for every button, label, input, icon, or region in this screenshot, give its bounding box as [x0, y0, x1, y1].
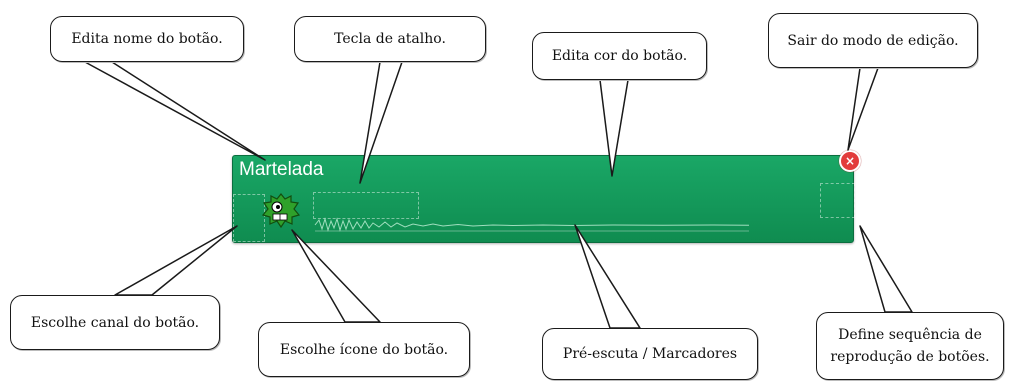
button-name[interactable]: Martelada [239, 159, 324, 180]
callout-icon: Escolhe ícone do botão. [258, 322, 470, 377]
callout-preview: Pré-escuta / Marcadores [542, 328, 758, 380]
pointer-edit-name [84, 61, 266, 161]
callout-edit-color-text: Edita cor do botão. [551, 48, 688, 64]
pointer-icon [291, 229, 381, 323]
callout-edit-name-text: Edita nome do botão. [71, 31, 223, 47]
callout-channel: Escolhe canal do botão. [10, 295, 220, 350]
pointer-sequence [859, 225, 913, 313]
callout-channel-text: Escolhe canal do botão. [30, 314, 200, 331]
pointer-preview [574, 224, 641, 329]
callout-sequence-text-1: Define sequência de [838, 327, 982, 343]
callout-edit-name: Edita nome do botão. [50, 16, 244, 62]
channel-selector[interactable] [233, 194, 265, 242]
callout-sequence: Define sequência de reprodução de botões… [816, 312, 1004, 380]
callout-shortcut-text: Tecla de atalho. [334, 31, 446, 47]
pointer-shortcut [359, 61, 403, 184]
callout-exit-edit: Sair do modo de edição. [768, 13, 978, 68]
callout-preview-text: Pré-escuta / Marcadores [562, 346, 738, 362]
close-icon[interactable]: × [839, 150, 861, 172]
callout-exit-edit-text: Sair do modo de edição. [787, 32, 959, 49]
pointer-edit-color [599, 79, 629, 177]
callout-edit-color: Edita cor do botão. [532, 32, 707, 80]
callout-shortcut: Tecla de atalho. [294, 16, 486, 62]
pointer-channel [114, 225, 238, 296]
preview-waveform[interactable] [313, 214, 753, 236]
shortcut-key-field[interactable] [313, 192, 419, 219]
sequence-selector[interactable] [820, 183, 855, 218]
pointer-exit-edit [847, 67, 879, 151]
callout-icon-text: Escolhe ícone do botão. [279, 341, 449, 358]
callout-sequence-text-2: reprodução de botões. [830, 349, 990, 365]
sound-button[interactable]: Martelada × [232, 150, 861, 243]
green-monster-icon[interactable] [261, 191, 301, 229]
